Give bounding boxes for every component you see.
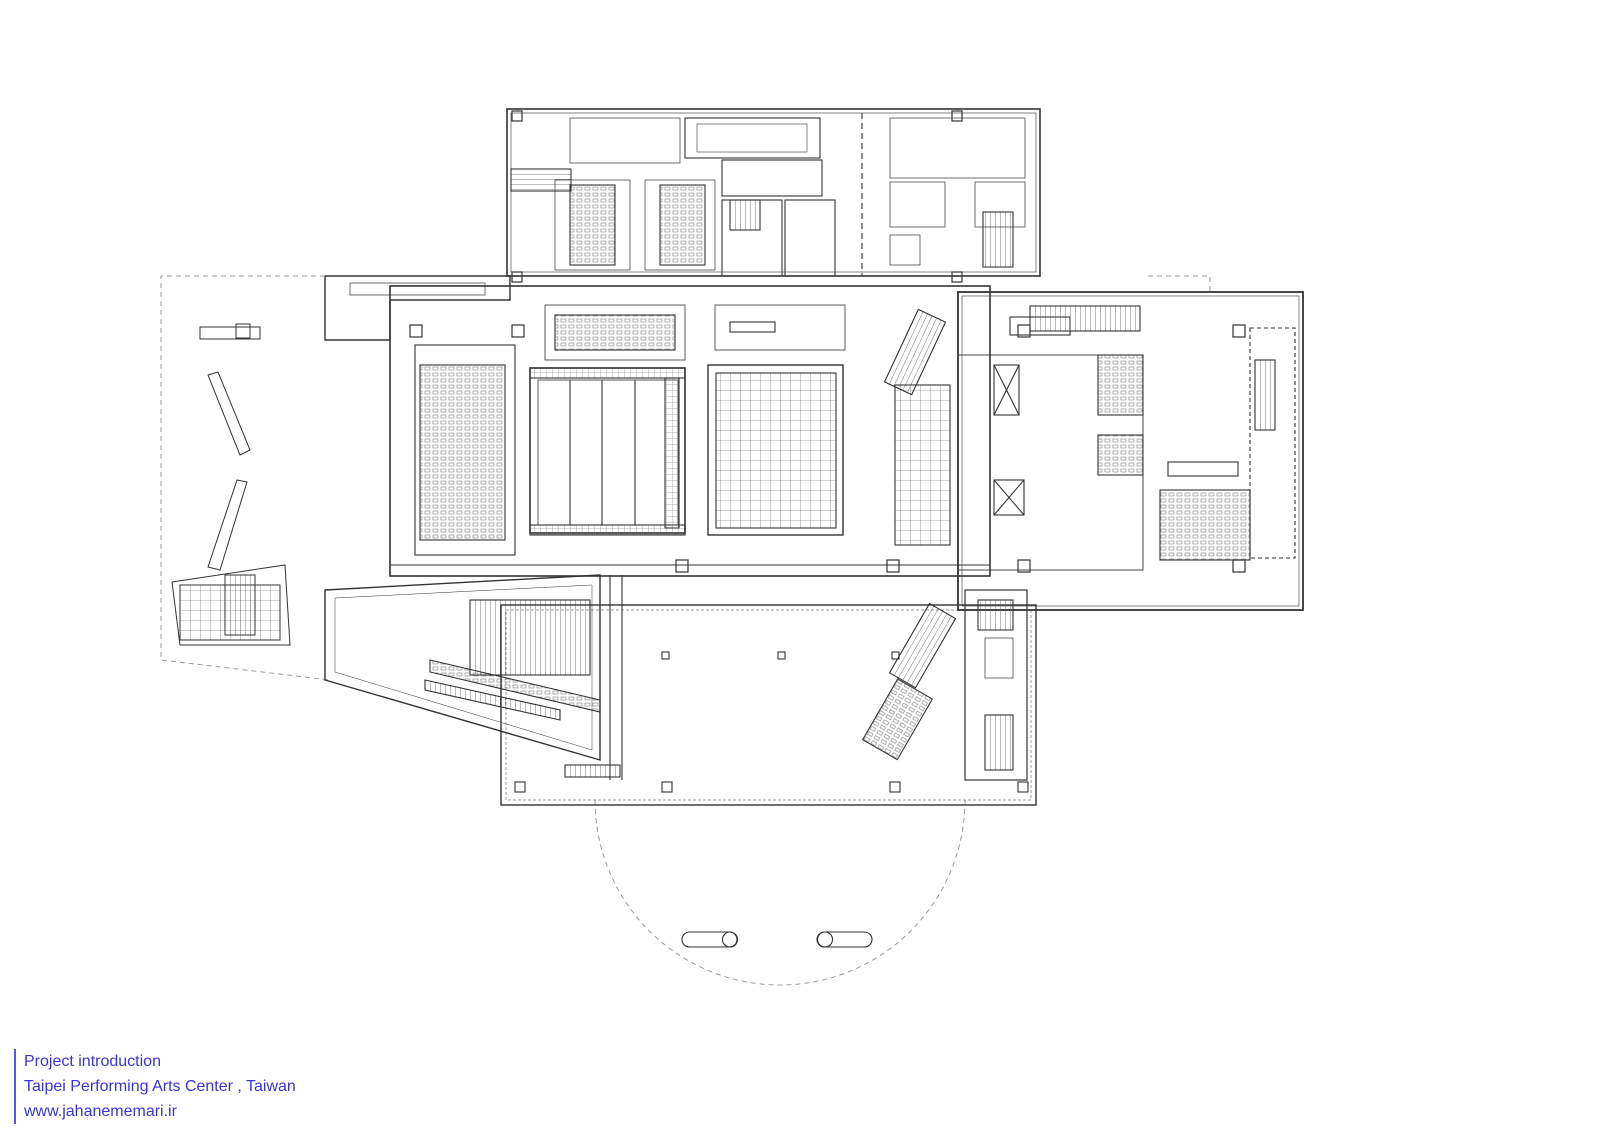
west-wing bbox=[324, 275, 601, 761]
structural-columns bbox=[409, 110, 1246, 573]
project-caption: Project introduction Taipei Performing A… bbox=[14, 1049, 364, 1124]
caption-heading: Project introduction bbox=[24, 1053, 161, 1070]
central-block bbox=[389, 285, 991, 577]
north-service-block bbox=[506, 108, 1041, 277]
west-pavilion-objects bbox=[171, 323, 291, 646]
south-foyer bbox=[500, 575, 1037, 806]
dashed-site-outline bbox=[160, 275, 1211, 986]
caption-project-name: Taipei Performing Arts Center , Taiwan bbox=[24, 1078, 296, 1095]
east-lobby-wing bbox=[957, 291, 1304, 611]
caption-website-link[interactable]: www.jahanememari.ir bbox=[24, 1103, 177, 1120]
plaza-bollards bbox=[681, 931, 873, 948]
